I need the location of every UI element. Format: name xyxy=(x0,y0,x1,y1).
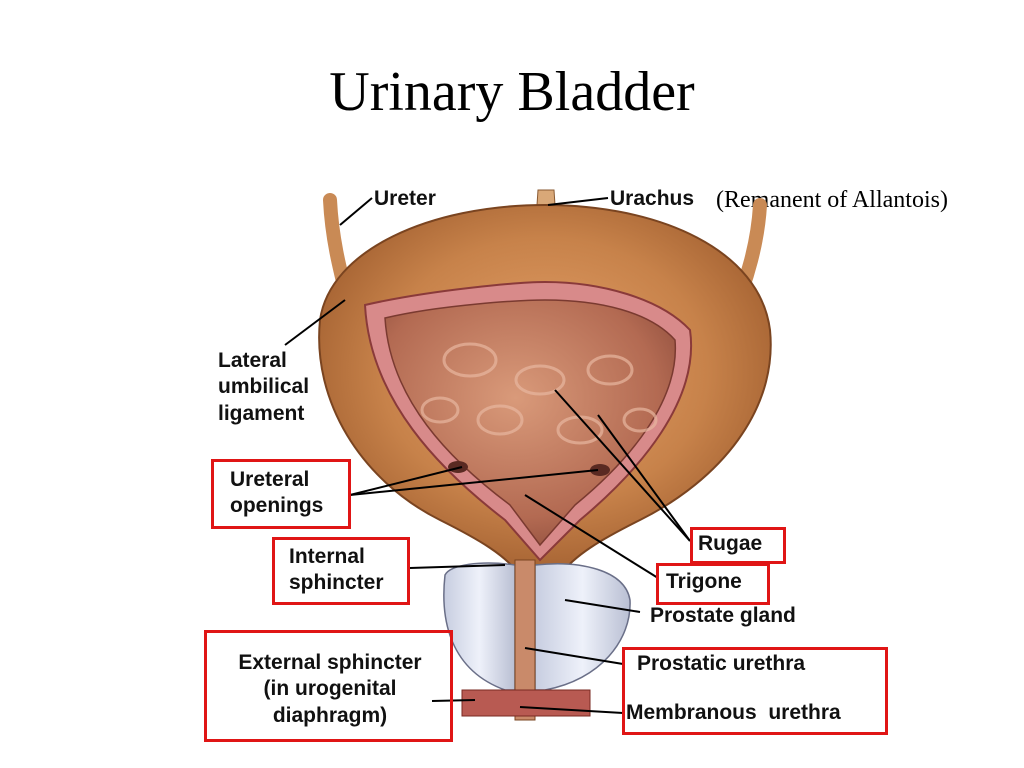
urethra-shape xyxy=(514,559,536,721)
label-line: umbilical xyxy=(218,375,310,399)
urogenital-diaphragm-shape xyxy=(461,689,591,717)
highlight-box-rugae xyxy=(690,527,786,564)
label-external-sphincter: External sphincter (in urogenital diaphr… xyxy=(212,650,448,729)
label-ureteral-openings: Ureteral openings xyxy=(230,467,323,520)
highlight-box-internal-sphincter xyxy=(272,537,410,605)
highlight-box-external-sphincter xyxy=(204,630,453,742)
label-urachus: Urachus xyxy=(610,187,695,210)
label-line: ligament xyxy=(218,401,305,425)
highlight-box-urethra xyxy=(622,647,888,735)
leader-lines xyxy=(284,197,691,714)
label-prostate-gland: Prostate gland xyxy=(650,604,796,627)
label-line: openings xyxy=(230,494,324,518)
prostate-left xyxy=(443,562,516,691)
right-ureteral-opening-shape xyxy=(590,464,610,476)
label-membranous-urethra: Membranous urethra xyxy=(626,701,841,724)
label-ureter: Ureter xyxy=(374,187,436,210)
label-trigone: Trigone xyxy=(666,570,742,593)
label-line: sphincter xyxy=(289,571,384,595)
label-internal-sphincter: Internal sphincter xyxy=(289,544,384,597)
prostate-right xyxy=(534,563,631,691)
slide-title: Urinary Bladder xyxy=(329,61,695,123)
label-prostatic-urethra: Prostatic urethra xyxy=(637,652,806,675)
rugae-folds xyxy=(420,342,658,445)
label-line: diaphragm) xyxy=(272,703,388,727)
label-line: Lateral xyxy=(218,349,287,372)
label-line: Ureteral xyxy=(230,468,310,491)
label-line: (in urogenital xyxy=(263,677,397,701)
label-line: Internal xyxy=(289,545,365,568)
label-lateral-umbilical-ligament: Lateral umbilical ligament xyxy=(218,348,309,427)
bladder-cavity xyxy=(384,299,677,547)
highlight-box-trigone xyxy=(656,563,770,605)
label-rugae: Rugae xyxy=(698,532,763,555)
label-line: External sphincter xyxy=(238,651,422,674)
highlight-box-ureteral-openings xyxy=(211,459,351,529)
